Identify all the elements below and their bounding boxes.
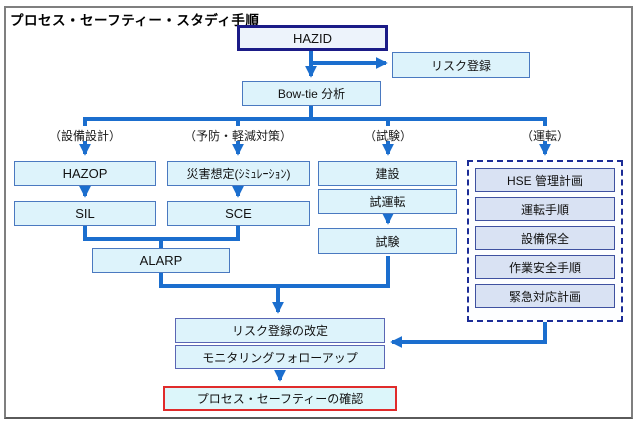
node-equipment-maintenance: 設備保全	[475, 226, 615, 250]
node-alarp-label: ALARP	[139, 253, 183, 268]
node-risk-register-revision: リスク登録の改定	[175, 318, 385, 343]
column-label-prevention-mitigation: （予防・軽減対策）	[183, 129, 293, 143]
node-commissioning-label: 試運転	[369, 195, 406, 209]
node-sce: SCE	[167, 201, 310, 226]
node-construction-label: 建設	[375, 167, 400, 181]
node-commissioning: 試運転	[318, 189, 457, 214]
node-risk-register-label: リスク登録	[430, 58, 491, 73]
node-process-safety-confirmation: プロセス・セーフティーの確認	[163, 386, 397, 411]
node-work-safety-procedures: 作業安全手順	[475, 255, 615, 279]
node-monitoring-followup-label: モニタリングフォローアップ	[202, 350, 358, 365]
column-label-equipment-design: （設備設計）	[48, 129, 122, 143]
node-risk-register: リスク登録	[392, 52, 530, 78]
page-title: プロセス・セーフティー・スタディ手順	[10, 13, 260, 28]
node-work-safety-procedures-label: 作業安全手順	[508, 260, 581, 275]
node-hazid: HAZID	[237, 25, 388, 51]
node-emergency-response-plan: 緊急対応計画	[475, 284, 615, 308]
node-test: 試験	[318, 228, 457, 254]
node-hse-management-plan-label: HSE 管理計画	[506, 173, 583, 188]
node-hse-management-plan: HSE 管理計画	[475, 168, 615, 192]
node-operating-procedures-label: 運転手順	[520, 202, 569, 217]
node-hazid-label: HAZID	[293, 30, 332, 46]
node-bowtie-analysis: Bow-tie 分析	[242, 81, 381, 106]
node-operating-procedures: 運転手順	[475, 197, 615, 221]
node-hazop-label: HAZOP	[62, 166, 108, 181]
node-process-safety-confirmation-label: プロセス・セーフティーの確認	[196, 392, 364, 406]
node-disaster-simulation-label: 災害想定(ｼﾐｭﾚｰｼｮﾝ)	[186, 167, 291, 181]
column-label-test: （試験）	[363, 129, 413, 143]
node-sil: SIL	[14, 201, 156, 226]
column-label-operation: （運転）	[520, 129, 570, 143]
node-disaster-simulation: 災害想定(ｼﾐｭﾚｰｼｮﾝ)	[167, 161, 310, 186]
node-sce-label: SCE	[225, 206, 252, 221]
node-hazop: HAZOP	[14, 161, 156, 186]
node-alarp: ALARP	[92, 248, 230, 273]
node-sil-label: SIL	[75, 206, 95, 221]
node-risk-register-revision-label: リスク登録の改定	[231, 324, 328, 338]
node-monitoring-followup: モニタリングフォローアップ	[175, 345, 385, 369]
node-bowtie-analysis-label: Bow-tie 分析	[277, 87, 346, 101]
node-test-label: 試験	[375, 234, 400, 249]
node-construction: 建設	[318, 161, 457, 186]
node-emergency-response-plan-label: 緊急対応計画	[508, 289, 581, 304]
node-equipment-maintenance-label: 設備保全	[520, 231, 569, 246]
